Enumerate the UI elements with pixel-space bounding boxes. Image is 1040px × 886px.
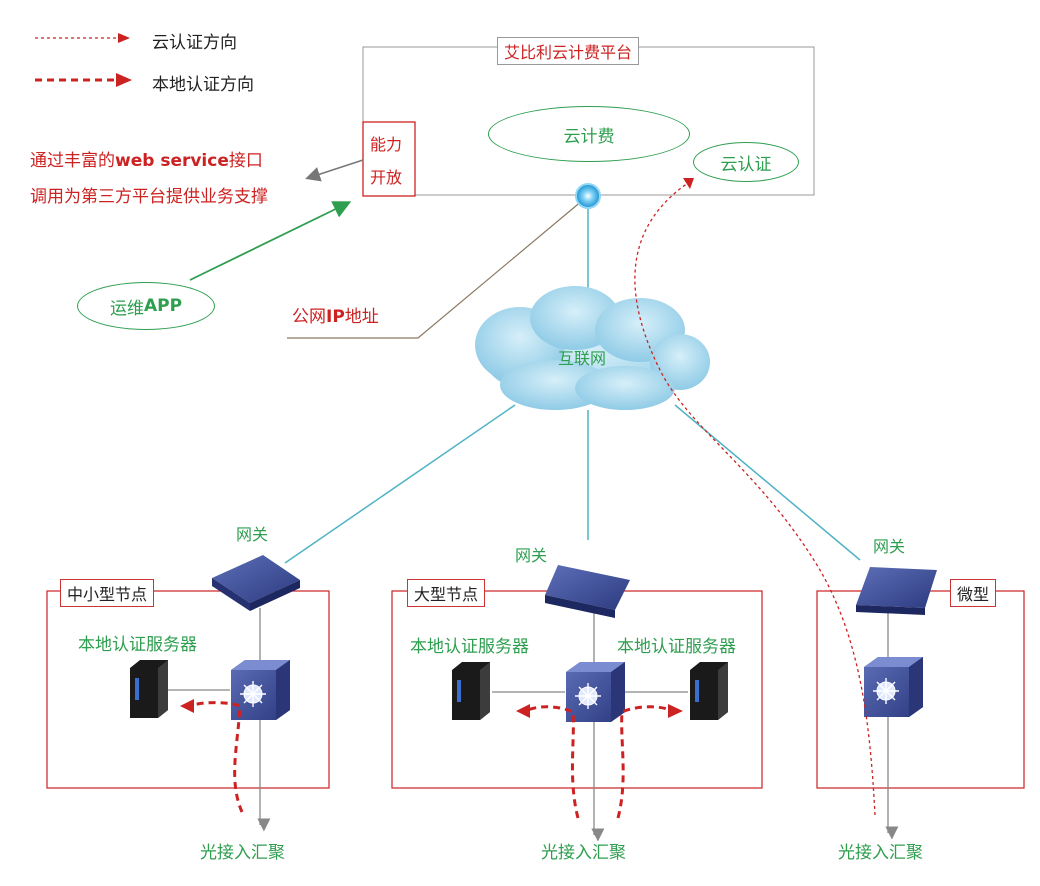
api-note-line2: 调用为第三方平台提供业务支撑 (30, 187, 268, 207)
api-note-prefix: 通过丰富的 (30, 151, 115, 171)
public-ip-pointer (287, 199, 584, 339)
large-local-auth-path-left (527, 705, 580, 819)
large-server-label-left: 本地认证服务器 (410, 637, 529, 657)
public-ip-suffix: 地址 (344, 307, 379, 327)
small-local-auth-path (191, 701, 244, 813)
large-auth-server-right (690, 662, 728, 720)
public-ip-bold: IP (326, 307, 345, 327)
api-note-line1: 通过丰富的web service接口 (30, 146, 263, 171)
large-gateway-label: 网关 (515, 546, 548, 565)
internet-cloud (475, 286, 710, 410)
large-node-title: 大型节点 (407, 579, 486, 607)
small-gateway-label: 网关 (236, 525, 269, 544)
small-auth-server (130, 660, 168, 718)
large-local-auth-path-right (616, 705, 671, 819)
ops-app-arrow (189, 201, 352, 281)
small-core-switch (231, 660, 290, 720)
cloud-auth-oval: 云认证 (693, 142, 799, 182)
internet-to-small-gateway-link (284, 404, 516, 564)
cloud-billing-oval: 云计费 (488, 106, 690, 162)
public-ip-prefix: 公网 (292, 307, 326, 327)
capability-arrow (305, 159, 364, 182)
large-uplink-label: 光接入汇聚 (541, 843, 626, 863)
large-gateway-device (545, 565, 630, 618)
public-ip-label: 公网IP地址 (292, 302, 379, 327)
micro-core-switch (864, 657, 923, 717)
legend-cloud-arrow (35, 33, 130, 43)
platform-title: 艾比利云计费平台 (497, 37, 640, 65)
legend-cloud-auth-label: 云认证方向 (152, 33, 237, 53)
small-uplink-label: 光接入汇聚 (200, 843, 285, 863)
small-node-title: 中小型节点 (60, 579, 155, 607)
micro-node-title: 微型 (950, 579, 997, 607)
api-note-webservice: web service (115, 151, 229, 171)
small-node-box (46, 590, 330, 789)
platform-hub-node (575, 183, 601, 209)
cloud-auth-path (634, 182, 876, 816)
internet-to-micro-gateway-link (674, 404, 861, 561)
capability-box (362, 121, 416, 197)
legend-local-auth-label: 本地认证方向 (152, 75, 254, 95)
micro-uplink-label: 光接入汇聚 (838, 843, 923, 863)
large-server-label-right: 本地认证服务器 (617, 637, 736, 657)
capability-label-line1: 能力 (370, 135, 403, 154)
internet-label: 互联网 (558, 349, 607, 368)
ops-app-bold: APP (143, 296, 183, 316)
small-server-label: 本地认证服务器 (78, 635, 197, 655)
small-gateway-device (212, 555, 300, 611)
micro-gateway-device (856, 567, 937, 615)
legend-local-arrow (35, 73, 132, 87)
capability-label-line2: 开放 (370, 168, 403, 187)
ops-app-prefix: 运维 (109, 298, 144, 319)
micro-gateway-label: 网关 (873, 537, 906, 556)
large-auth-server-left (452, 662, 490, 720)
large-core-switch (566, 662, 625, 722)
api-note-suffix: 接口 (228, 151, 263, 171)
